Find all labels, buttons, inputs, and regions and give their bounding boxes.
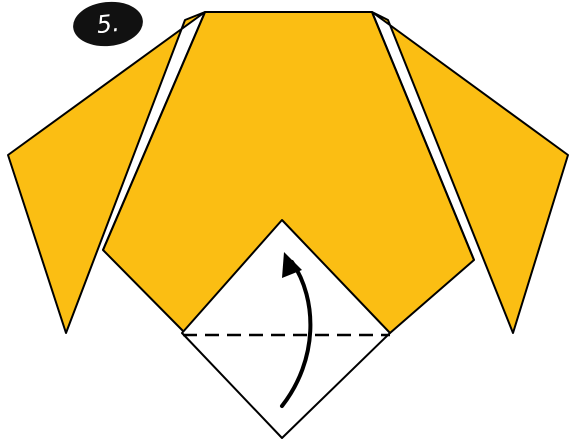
origami-step-diagram: 5. bbox=[0, 0, 570, 441]
dog-face-fold-illustration bbox=[0, 0, 570, 441]
